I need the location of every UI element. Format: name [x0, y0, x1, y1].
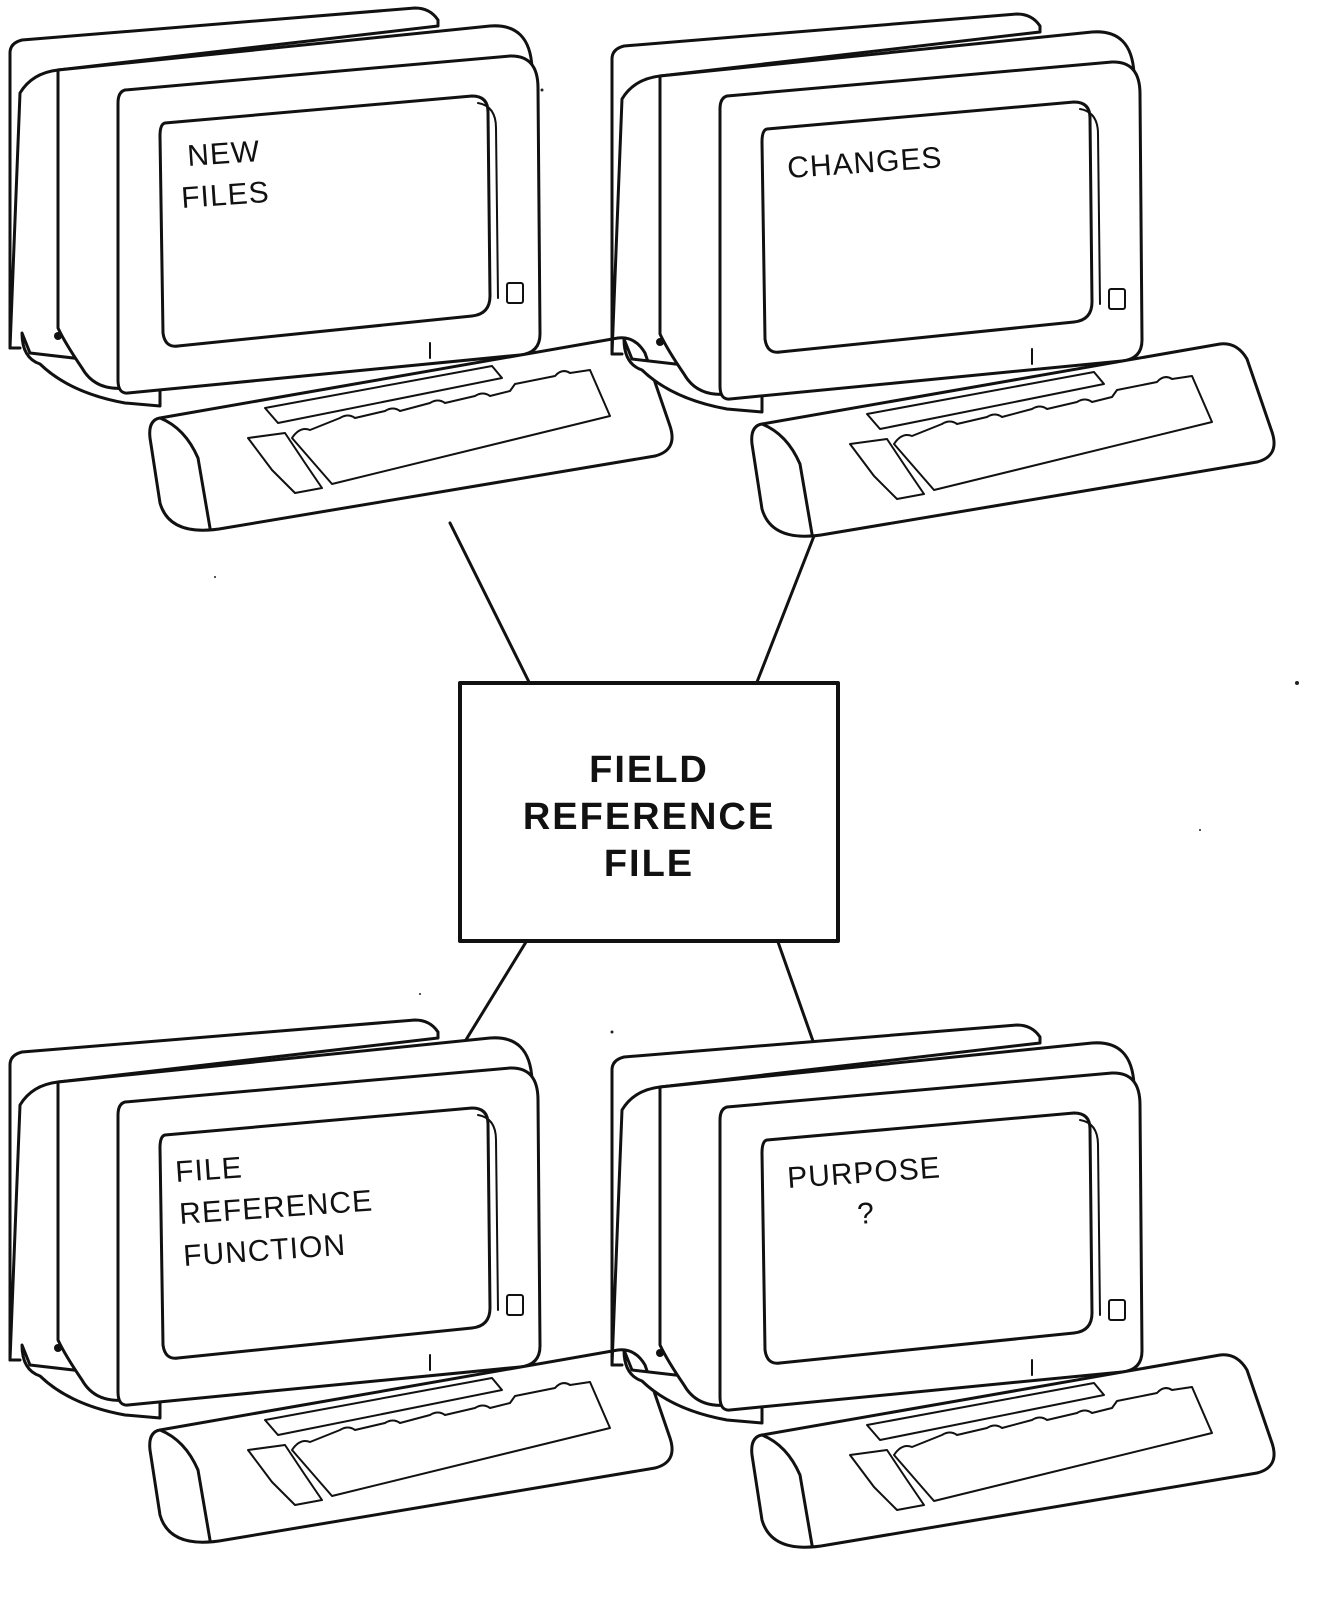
screen-text-line-1: FILE: [174, 1151, 243, 1189]
hub-line-2: REFERENCE: [523, 796, 775, 838]
hub-line-1: FIELD: [589, 749, 709, 791]
terminal-changes: CHANGES: [612, 14, 1274, 536]
connector-top-left: [450, 523, 529, 682]
hub-line-3: FILE: [604, 843, 694, 885]
terminal-new-files: NEW FILES: [10, 8, 672, 530]
connector-top-right: [757, 536, 814, 682]
terminal-purpose: PURPOSE ?: [612, 1025, 1274, 1547]
screen-text-line-2: ?: [856, 1197, 876, 1231]
screen-text-line-2: FILES: [180, 176, 270, 215]
hub-box: FIELD REFERENCE FILE: [460, 683, 838, 941]
screen-text-line-1: NEW: [186, 135, 261, 173]
terminal-file-reference-function: FILE REFERENCE FUNCTION: [10, 1020, 672, 1542]
